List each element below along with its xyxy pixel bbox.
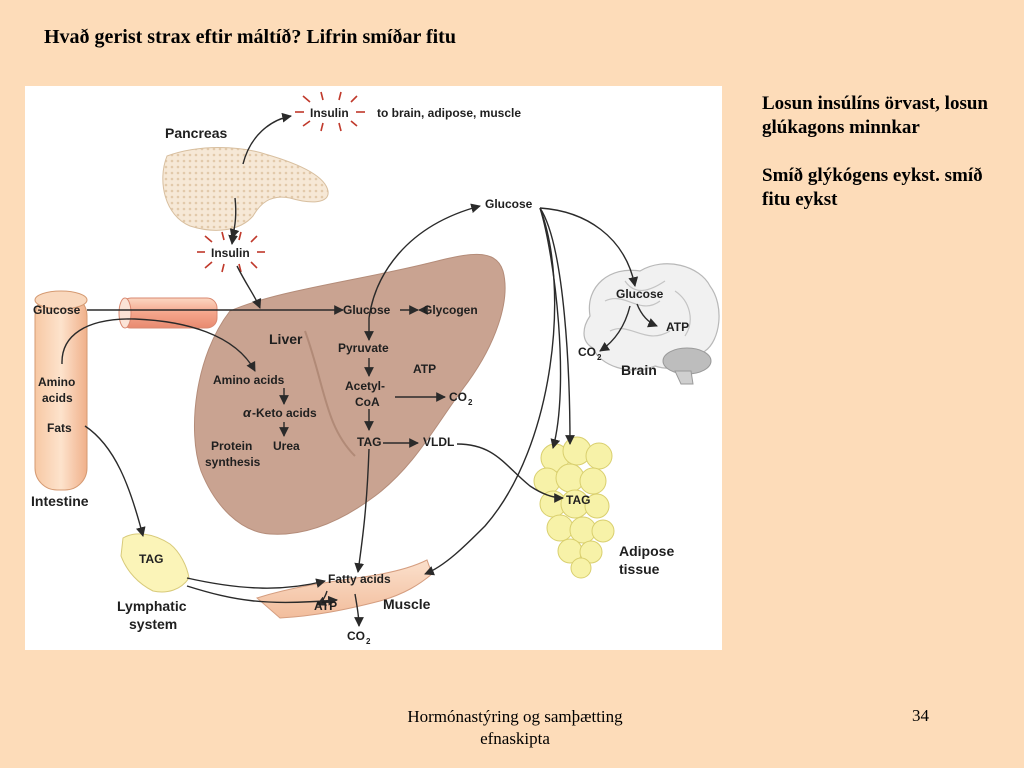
label-atp-brain: ATP [666,320,689,334]
slide-title: Hvað gerist strax eftir máltíð? Lifrin s… [44,26,456,48]
pancreas-shape [162,147,329,231]
label-vldl: VLDL [423,435,454,449]
label-acetyl-coa-1: Acetyl- [345,379,385,393]
metabolism-figure: Insulin to brain, adipose, muscle Pancre… [25,86,722,650]
page-number: 34 [912,706,929,725]
label-adipose: Adipose [619,543,674,559]
label-atp-liver: ATP [413,362,436,376]
label-fatty-acids: Fatty acids [328,572,391,586]
label-acids-intestine: acids [42,391,73,405]
label-synthesis: synthesis [205,455,261,469]
brain-folds [604,280,691,337]
label-acetyl-coa-2: CoA [355,395,380,409]
label-brain: Brain [621,362,657,378]
adipose-shape [533,436,615,579]
label-co2-brain: CO [578,345,596,359]
label-glucose-intestine: Glucose [33,303,81,317]
label-co2-liver-sub: 2 [468,398,473,407]
note-insulin-release: Losun insúlíns örvast, losun glúkagons m… [762,93,988,138]
diagram-labels: Insulin to brain, adipose, muscle Pancre… [31,106,689,646]
label-glycogen: Glycogen [423,303,478,317]
label-liver: Liver [269,331,303,347]
label-muscle: Muscle [383,596,431,612]
label-co2-muscle: CO [347,629,365,643]
label-insulin-lower: Insulin [211,246,250,260]
blood-vessel [120,297,218,329]
metabolism-diagram: Insulin to brain, adipose, muscle Pancre… [31,91,720,646]
label-keto-acids: -Keto acids [252,406,317,420]
label-atp-muscle: ATP [314,599,337,613]
label-co2-muscle-sub: 2 [366,637,371,646]
label-tag-adipose: TAG [566,493,590,507]
brain-stem [674,370,694,385]
footer-line-1: Hormónastýring og samþætting [407,707,623,726]
side-notes: Losun insúlíns örvast, losun glúkagons m… [762,92,1002,236]
label-tag-liver: TAG [357,435,381,449]
label-intestine: Intestine [31,493,89,509]
label-protein: Protein [211,439,252,453]
label-pancreas: Pancreas [165,125,227,141]
label-tag-lymph: TAG [139,552,163,566]
footer-caption: Hormónastýring og samþætting efnaskipta [370,706,660,750]
pathway-arrows [61,112,658,627]
label-insulin-targets: to brain, adipose, muscle [377,106,521,120]
label-system: system [129,616,177,632]
footer-line-2: efnaskipta [480,729,550,748]
label-glucose-blood: Glucose [485,197,533,211]
liver-shape [194,253,506,535]
label-glucose-brain: Glucose [616,287,664,301]
liver-lobe-line [304,330,356,457]
label-insulin-top: Insulin [310,106,349,120]
label-alpha: α [243,405,252,420]
insulin-burst-top [295,91,365,132]
label-amino-intestine: Amino [38,375,75,389]
label-tissue: tissue [619,561,660,577]
label-fats-intestine: Fats [47,421,72,435]
label-glucose-liver: Glucose [343,303,391,317]
label-pyruvate: Pyruvate [338,341,389,355]
label-co2-brain-sub: 2 [597,353,602,362]
label-lymphatic: Lymphatic [117,598,187,614]
label-co2-liver: CO [449,390,467,404]
cerebellum-shape [662,347,712,375]
label-amino-acids-liver: Amino acids [213,373,285,387]
note-synthesis: Smíð glýkógens eykst. smíð fitu eykst [762,165,983,210]
insulin-burst-lower [197,231,265,273]
brain-shape [583,263,720,371]
label-urea: Urea [273,439,300,453]
